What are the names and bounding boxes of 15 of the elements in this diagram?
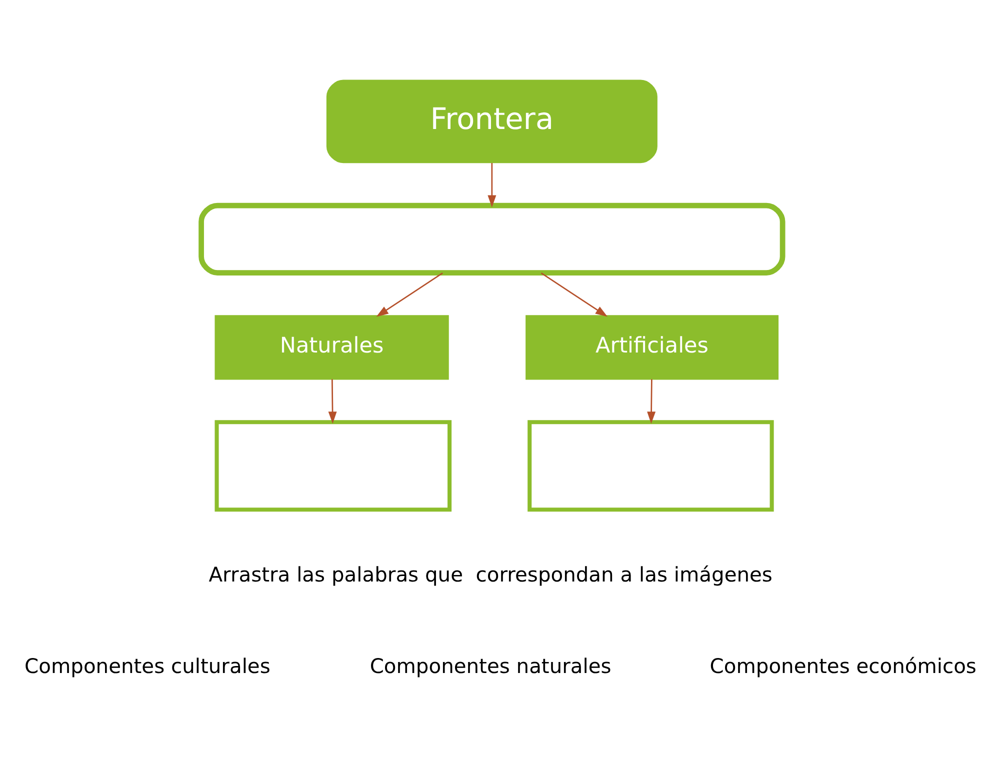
node-box [198,202,786,275]
arrow [540,272,608,316]
label: Componentes culturales [24,654,270,678]
node-box [214,420,452,512]
node-box: Frontera [326,79,658,163]
node-box: Artificiales [526,314,779,380]
label: Arrastra las palabras que correspondan a las imágenes [208,562,772,586]
node-box: Naturales [214,314,449,380]
node-box [528,420,774,512]
label: Componentes naturales [370,654,612,678]
label: Componentes económicos [710,654,976,678]
arrow [328,378,337,424]
arrow [376,272,443,316]
arrow [647,378,656,424]
arrow [488,162,496,207]
